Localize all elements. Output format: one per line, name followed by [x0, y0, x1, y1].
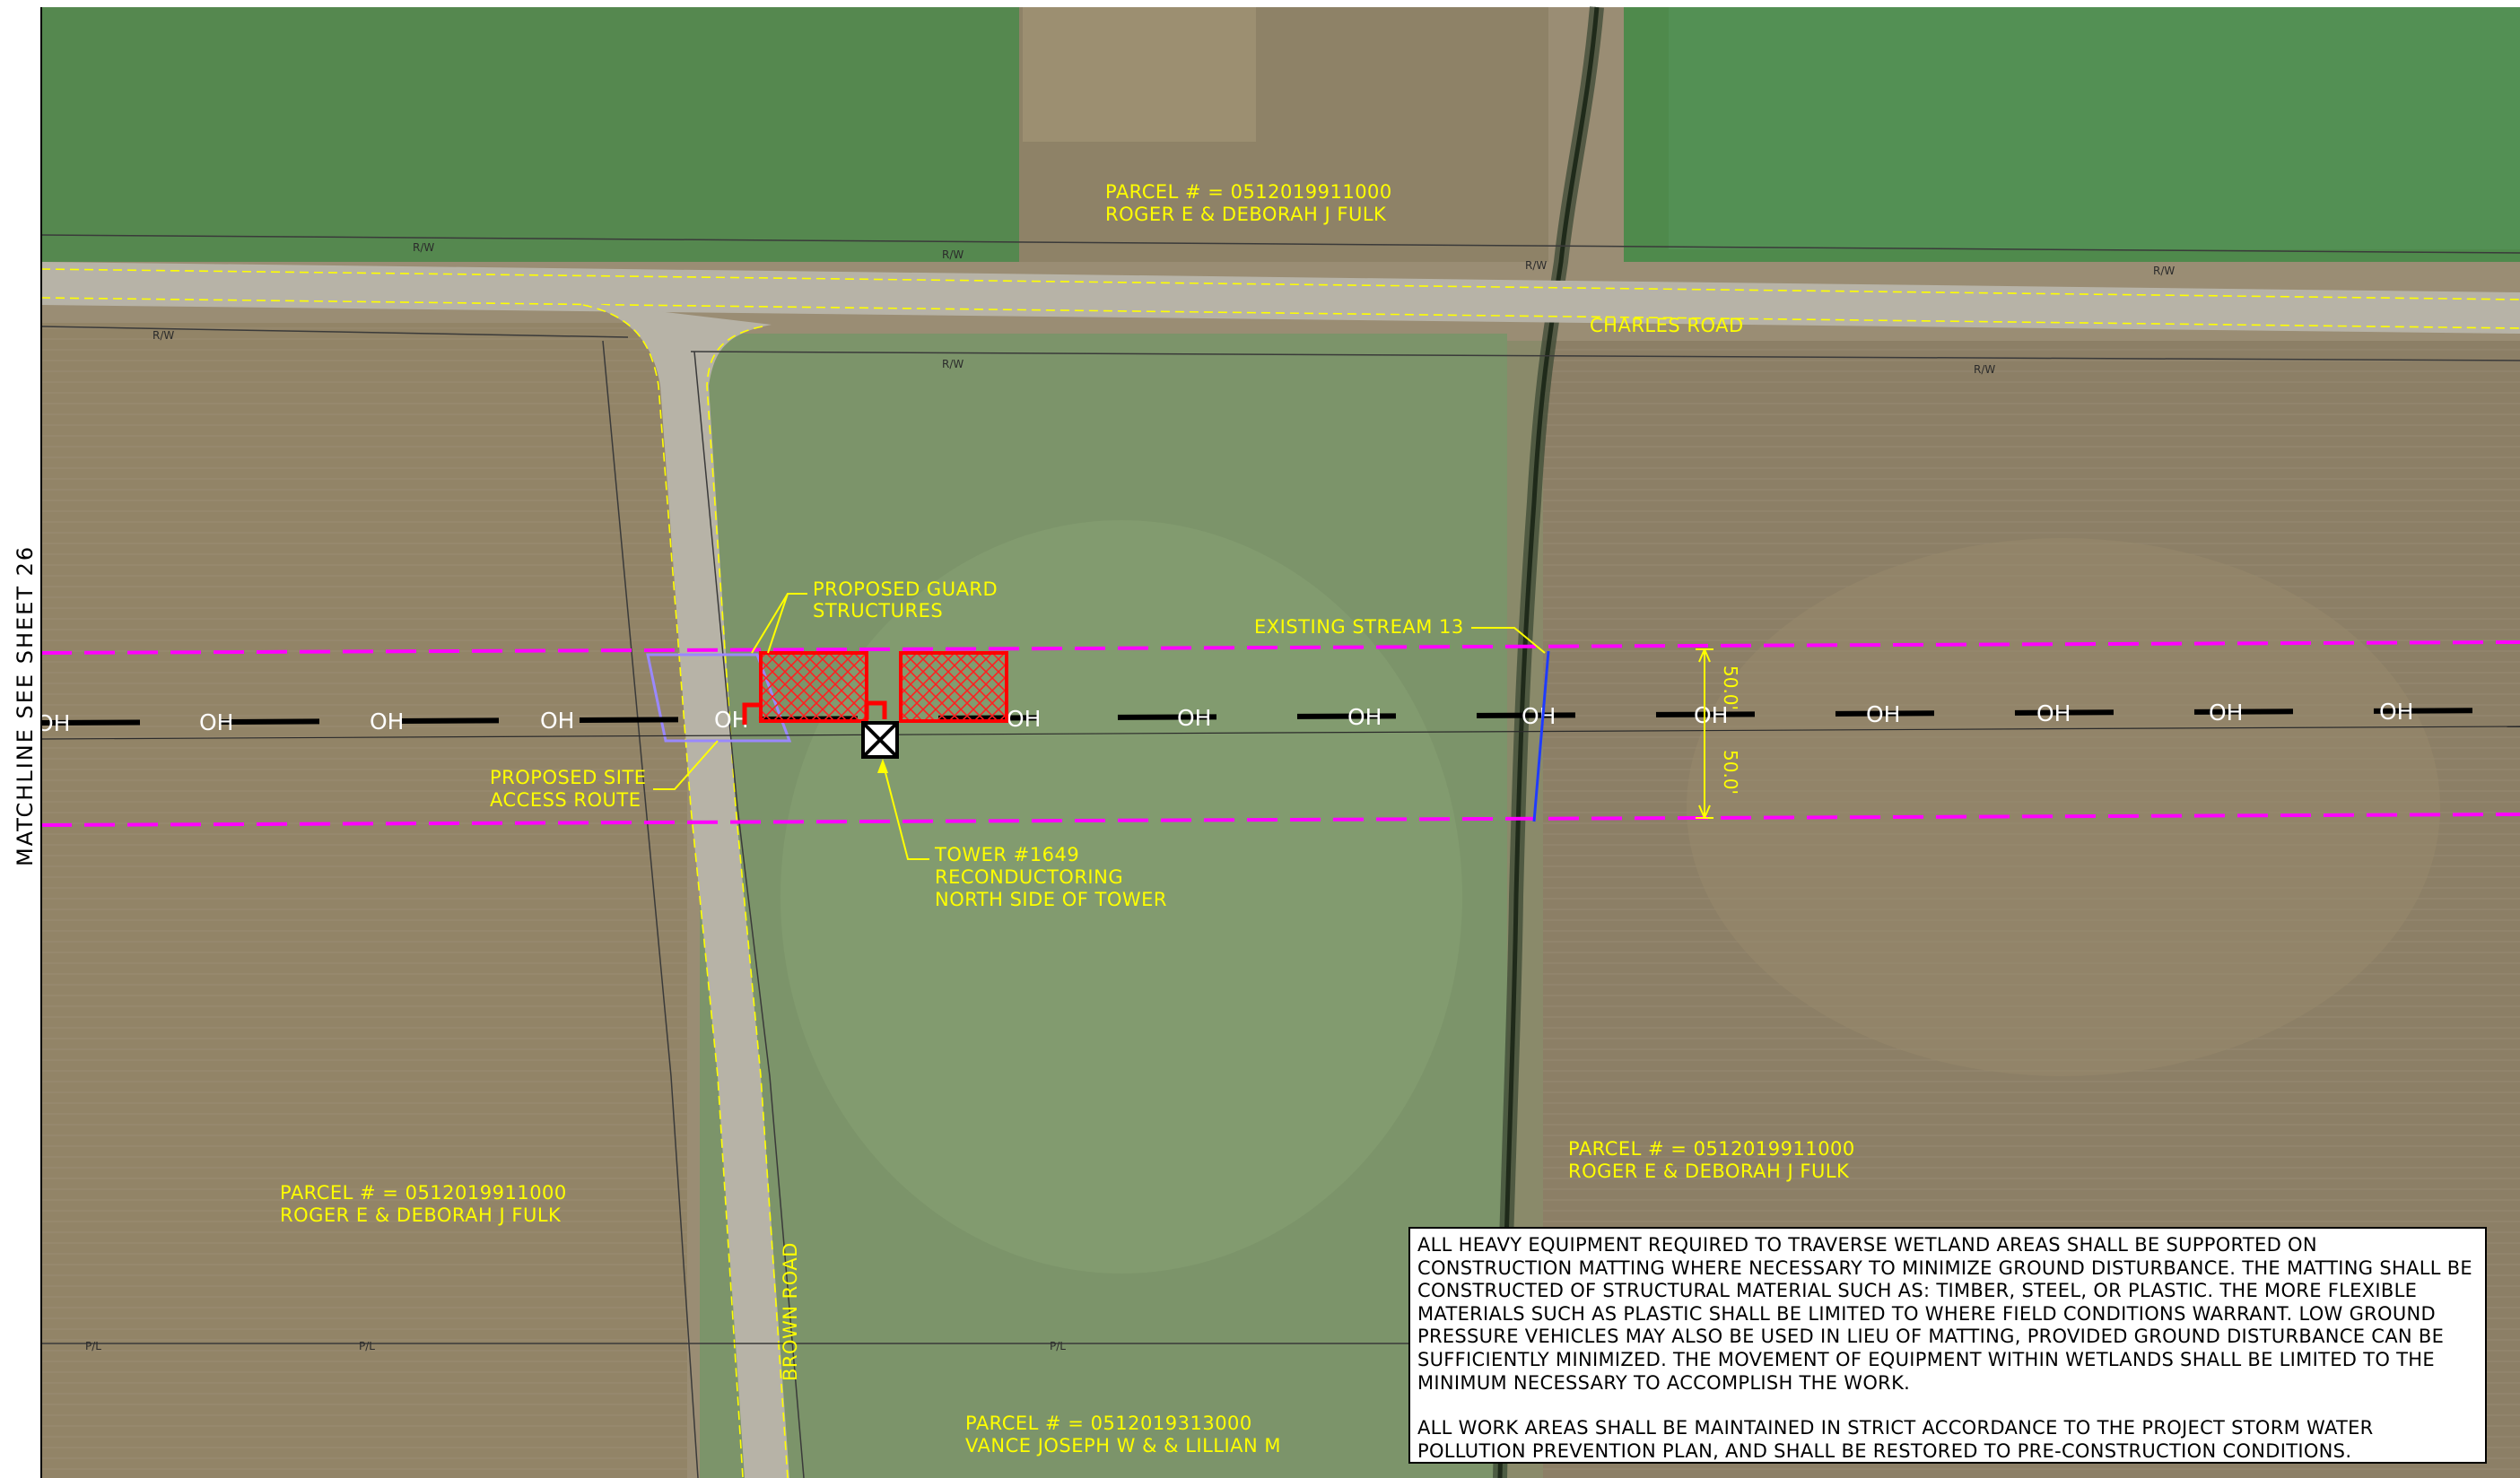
access-route-outline: [646, 653, 792, 743]
svg-text:ROGER E & DEBORAH J FULK: ROGER E & DEBORAH J FULK: [1568, 1161, 1850, 1182]
callout-guard-line2: STRUCTURES: [813, 600, 943, 622]
svg-text:ROGER E & DEBORAH J FULK: ROGER E & DEBORAH J FULK: [1105, 204, 1387, 225]
oh-label: OH: [1694, 702, 1728, 728]
road-name-charles: CHARLES ROAD: [1590, 315, 1744, 336]
rw-marker: R/W: [153, 329, 174, 342]
dimension-marker: [1696, 648, 1713, 819]
parcel-label: PARCEL # = 0512019911000 ROGER E & DEBOR…: [280, 1182, 567, 1226]
rw-marker: R/W: [2153, 265, 2175, 277]
rw-marker-group: R/W R/W R/W R/W R/W R/W R/W P/L P/L P/L: [85, 241, 2175, 1352]
pl-marker: P/L: [85, 1340, 101, 1352]
creek-channel: [1493, 6, 1604, 1478]
pl-marker: P/L: [359, 1340, 375, 1352]
stream-centerline: [1532, 650, 1550, 822]
callout-stream: EXISTING STREAM 13: [1254, 616, 1464, 638]
oh-label: OH: [2209, 700, 2243, 726]
road-name-brown: BROWN ROAD: [780, 1242, 801, 1381]
svg-text:VANCE JOSEPH W & & LILLIAN M: VANCE JOSEPH W & & LILLIAN M: [965, 1435, 1281, 1456]
oh-label: OH: [2379, 699, 2413, 725]
oh-label: OH: [199, 709, 233, 735]
tower-leader-arrow: [877, 759, 888, 773]
oh-label: OH: [1177, 705, 1211, 731]
right-of-way-lines: [40, 234, 2520, 1478]
note-paragraph-2: ALL WORK AREAS SHALL BE MAINTAINED IN ST…: [1417, 1417, 2374, 1462]
dimension-upper: 50.0': [1720, 665, 1741, 710]
field-layer: [41, 7, 2520, 1478]
oh-label: OH: [1007, 706, 1041, 732]
row-boundary: [40, 640, 2520, 827]
oh-label: OH: [370, 709, 404, 735]
guard-structure-areas: [742, 651, 1008, 725]
callout-tower-line2: RECONDUCTORING: [935, 866, 1123, 888]
oh-label: OH: [1522, 703, 1556, 729]
road-network: [40, 262, 2520, 1478]
matchline-label: MATCHLINE SEE SHEET 26: [13, 545, 38, 866]
rw-marker: R/W: [942, 248, 964, 261]
svg-text:PARCEL # = 0512019313000: PARCEL # = 0512019313000: [965, 1413, 1252, 1434]
rw-marker: R/W: [1974, 363, 1995, 376]
parcel-label: PARCEL # = 0512019313000 VANCE JOSEPH W …: [965, 1413, 1281, 1456]
transmission-line: [40, 708, 2520, 740]
rw-marker: R/W: [1525, 259, 1547, 272]
svg-text:PARCEL # = 0512019911000: PARCEL # = 0512019911000: [280, 1182, 567, 1204]
callout-access-line1: PROPOSED SITE: [490, 767, 647, 788]
oh-label: OH: [1866, 701, 1900, 727]
callout-guard-line1: PROPOSED GUARD: [813, 578, 998, 600]
svg-text:ROGER E & DEBORAH J FULK: ROGER E & DEBORAH J FULK: [280, 1204, 562, 1226]
rw-marker: R/W: [942, 358, 964, 370]
svg-text:PARCEL # = 0512019911000: PARCEL # = 0512019911000: [1105, 181, 1392, 203]
construction-notes: ALL HEAVY EQUIPMENT REQUIRED TO TRAVERSE…: [1408, 1227, 2487, 1464]
rw-marker: R/W: [413, 241, 434, 254]
callout-access-line2: ACCESS ROUTE: [490, 789, 641, 811]
pl-marker: P/L: [1050, 1340, 1066, 1352]
oh-label: OH: [1347, 704, 1382, 730]
callout-tower-line1: TOWER #1649: [934, 844, 1079, 865]
note-paragraph-1: ALL HEAVY EQUIPMENT REQUIRED TO TRAVERSE…: [1417, 1234, 2472, 1394]
tower-symbol: [861, 721, 899, 759]
oh-label: OH: [2036, 700, 2071, 726]
parcel-label: PARCEL # = 0512019911000 ROGER E & DEBOR…: [1105, 181, 1392, 225]
dimension-lower: 50.0': [1720, 750, 1741, 795]
callout-tower-line3: NORTH SIDE OF TOWER: [935, 889, 1167, 910]
parcel-label: PARCEL # = 0512019911000 ROGER E & DEBOR…: [1568, 1138, 1855, 1182]
oh-label: OH: [540, 708, 574, 734]
svg-text:PARCEL # = 0512019911000: PARCEL # = 0512019911000: [1568, 1138, 1855, 1160]
leader-lines: [653, 593, 1546, 860]
